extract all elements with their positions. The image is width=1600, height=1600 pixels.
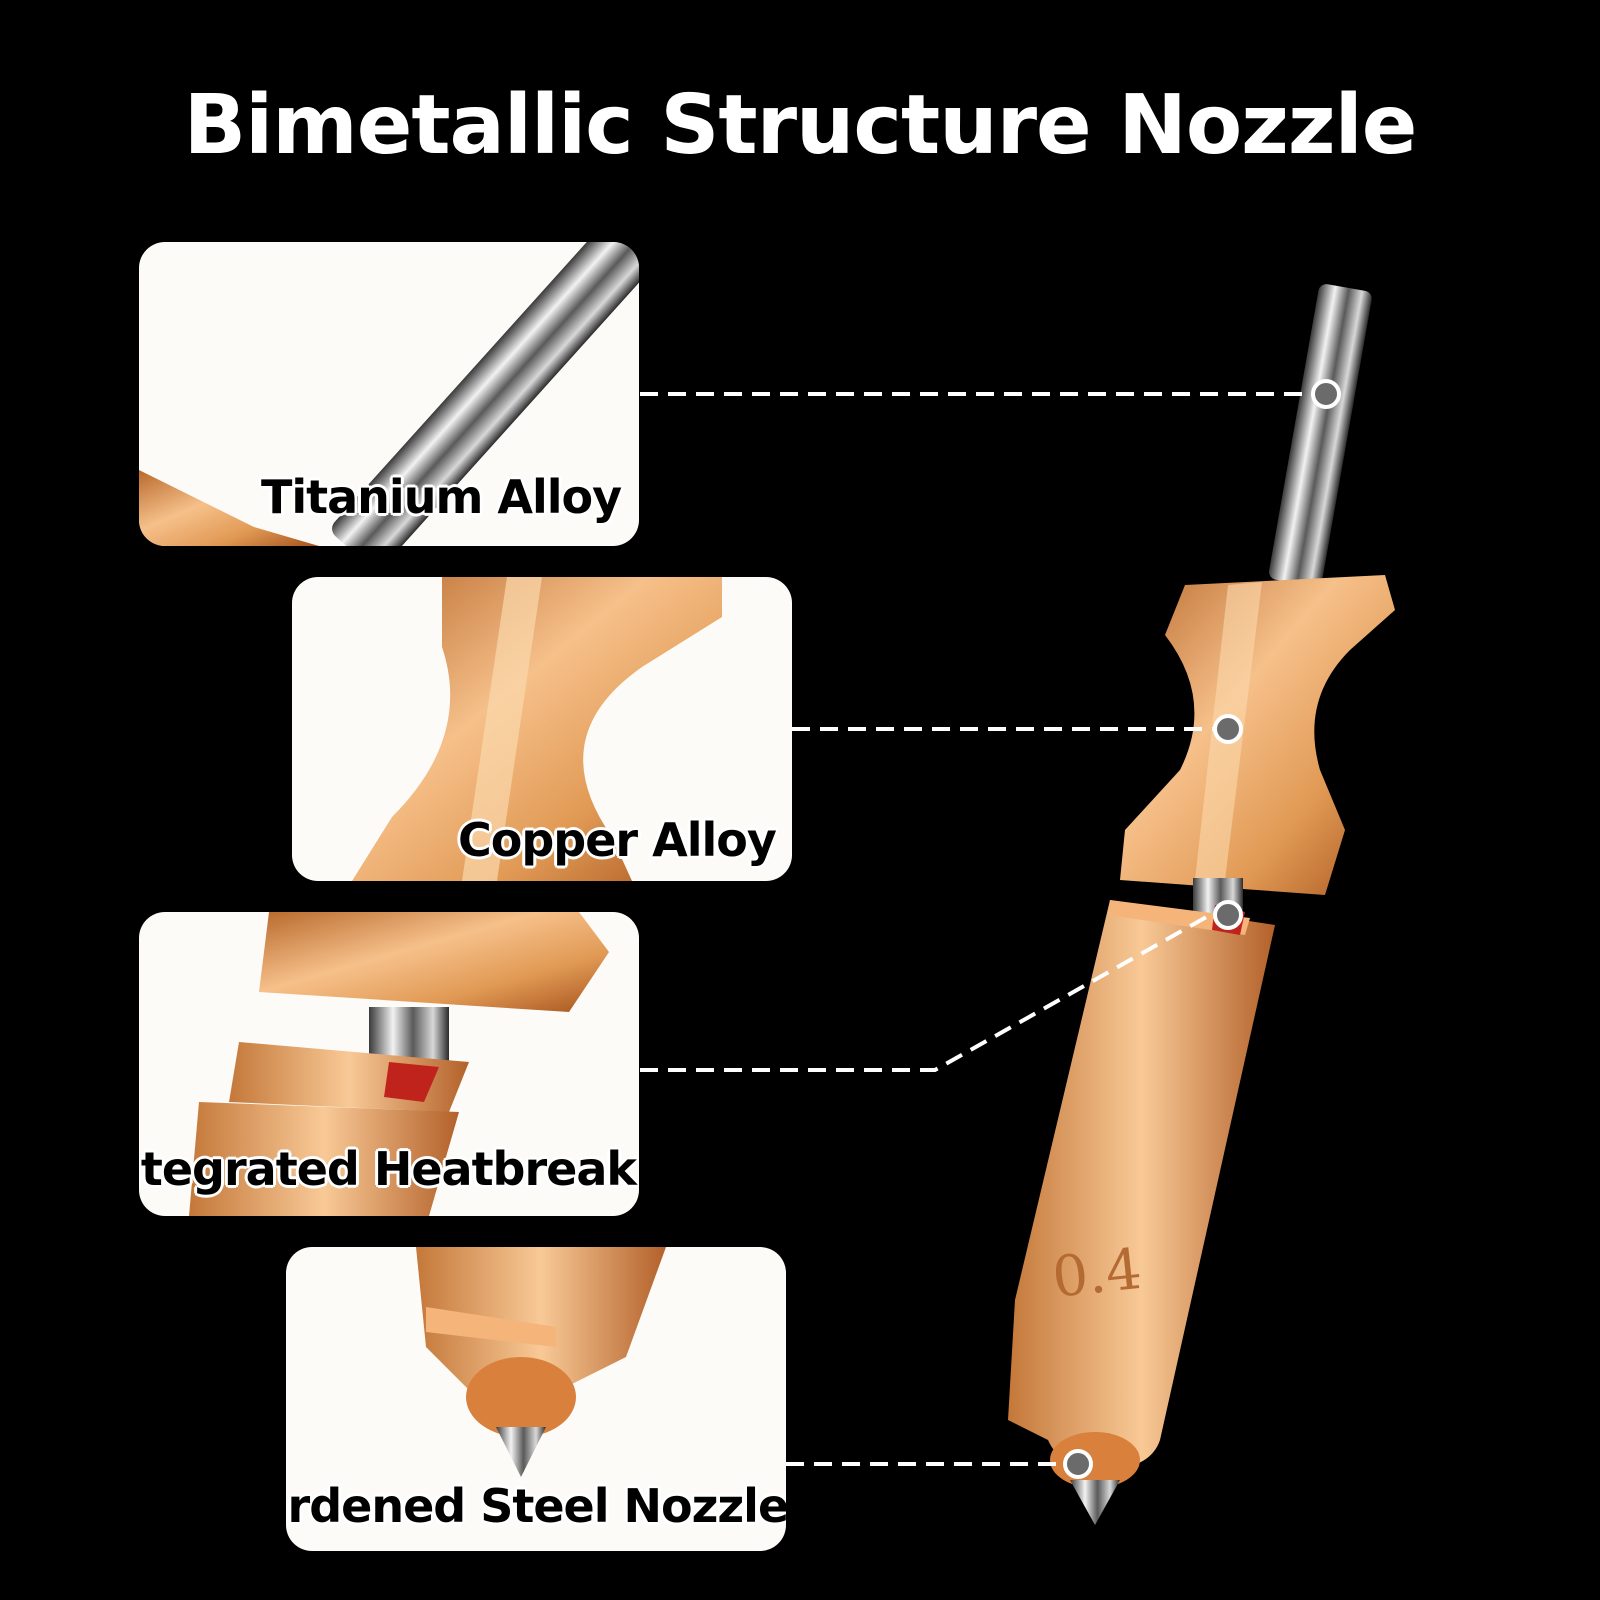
callout-label-heatbreak: Integrated Heatbreak <box>139 1142 637 1196</box>
copper-block <box>1120 575 1395 895</box>
leader-lines <box>640 392 1315 1466</box>
callout-label-nozzle: Hardened Steel Nozzle <box>286 1479 786 1533</box>
titanium-closeup-image <box>139 242 639 546</box>
copper-closeup-image <box>352 577 722 881</box>
nozzle-size-marking: 0.4 <box>1049 1237 1144 1311</box>
callout-card-nozzle: Hardened Steel Nozzle <box>286 1247 786 1551</box>
marker-nozzle <box>1063 1449 1093 1479</box>
titanium-tube <box>1268 284 1372 587</box>
callout-label-titanium: Titanium Alloy <box>261 470 622 524</box>
marker-copper <box>1213 714 1243 744</box>
callout-label-copper: Copper Alloy <box>458 813 777 867</box>
leader-line-heatbreak <box>640 913 1211 1072</box>
callout-card-heatbreak: Integrated Heatbreak <box>139 912 639 1216</box>
callout-card-titanium: Titanium Alloy <box>139 242 639 546</box>
page-title: Bimetallic Structure Nozzle <box>183 78 1418 173</box>
nozzle-closeup-image <box>416 1247 666 1477</box>
marker-titanium <box>1311 379 1341 409</box>
heatbreak-closeup-image <box>189 912 609 1216</box>
marker-heatbreak <box>1213 900 1243 930</box>
nozzle-body <box>1008 900 1275 1525</box>
callout-card-copper: Copper Alloy <box>292 577 792 881</box>
